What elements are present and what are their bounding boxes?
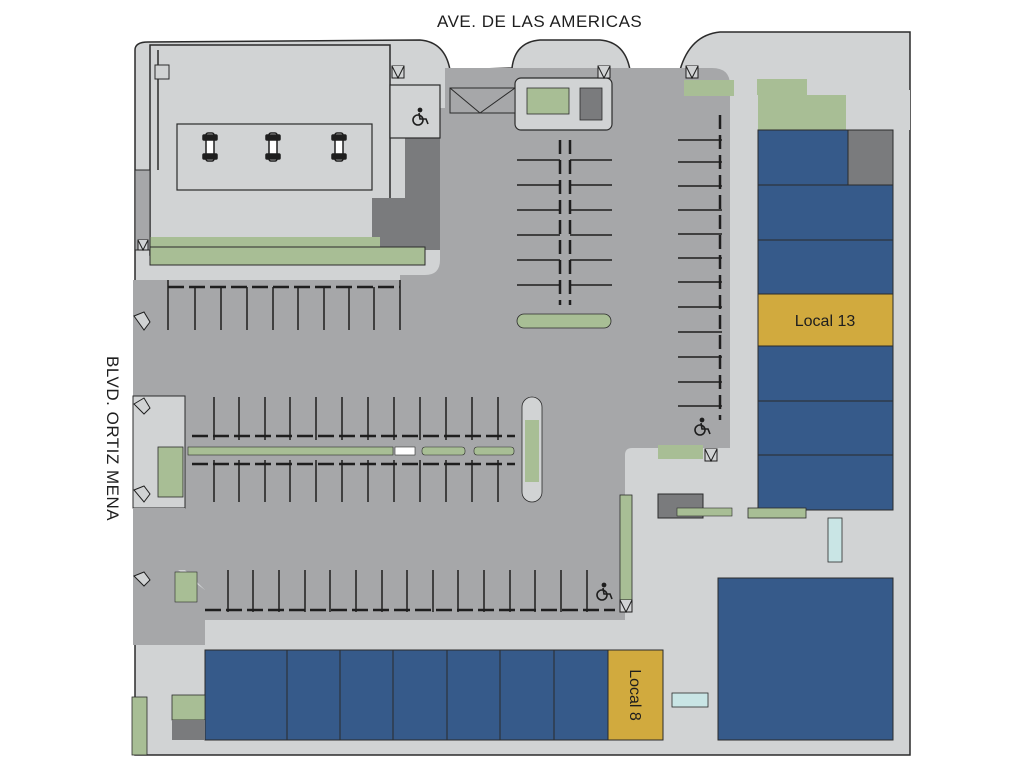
unit-local-8 xyxy=(607,649,664,741)
car-icon xyxy=(331,132,347,162)
local-13-label: Local 13 xyxy=(795,313,856,330)
ramp-icon xyxy=(704,448,718,463)
ramp-icon xyxy=(597,65,611,80)
kiosk-north xyxy=(449,77,613,131)
wheelchair-icon xyxy=(596,582,613,601)
ramp-icon xyxy=(685,65,699,80)
car-icon xyxy=(265,132,281,162)
ramp-icon xyxy=(137,239,149,252)
green-areas xyxy=(157,313,612,603)
ramp-icon xyxy=(133,311,151,331)
parking-stalls xyxy=(167,115,722,612)
ramp-icon xyxy=(133,571,151,587)
ramp-icon xyxy=(391,65,405,80)
ramp-icon xyxy=(133,485,151,503)
building-east: Local 13 xyxy=(684,79,910,511)
wheelchair-icon xyxy=(694,417,711,436)
ramp-icon xyxy=(619,599,633,614)
car-icons xyxy=(202,132,347,162)
ramp-icons xyxy=(133,65,718,614)
wheelchair-icon xyxy=(412,107,429,126)
wheelchair-icons xyxy=(412,107,711,601)
building-south: Local 8 xyxy=(131,649,664,756)
local-8-label: Local 8 xyxy=(626,669,643,721)
ramp-icon xyxy=(133,397,151,415)
street-label-north: AVE. DE LAS AMERICAS xyxy=(437,12,643,31)
car-icon xyxy=(202,132,218,162)
building-southeast xyxy=(619,445,894,741)
